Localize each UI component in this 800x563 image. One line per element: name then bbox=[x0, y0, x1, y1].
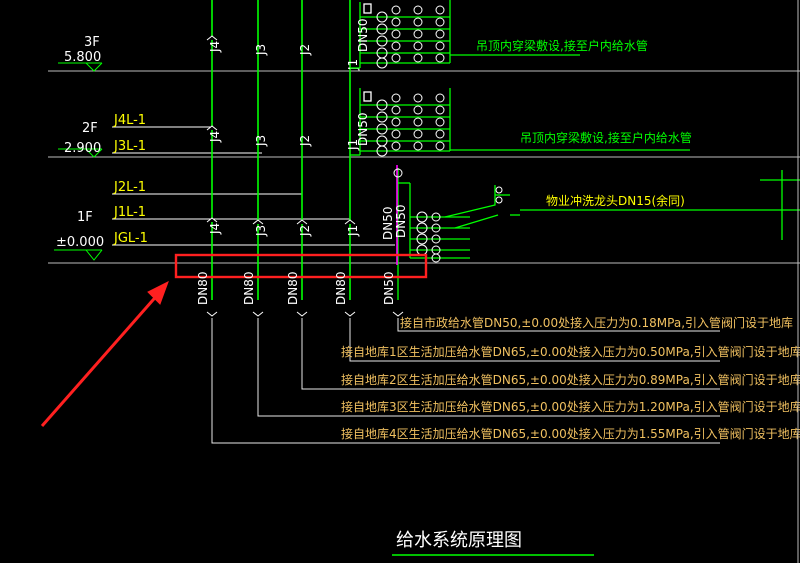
branch-group-3f bbox=[350, 0, 580, 69]
bottom-break-marks bbox=[206, 311, 404, 317]
riser-pipes bbox=[211, 0, 351, 300]
supply-note-3: 接自地库2区生活加压给水管DN65,±0.00处接入压力为0.89MPa,引入管… bbox=[341, 372, 800, 387]
diagram-title: 给水系统原理图 bbox=[396, 530, 522, 551]
pipe-label-dn50-upper: DN50 bbox=[356, 19, 370, 53]
pipe-label-dn50-mid: DN50 bbox=[356, 113, 370, 147]
valve-column-2f bbox=[376, 93, 445, 157]
annotation-ceiling-upper: 吊顶内穿梁敷设,接至户内给水管 bbox=[476, 38, 648, 53]
supply-leaders bbox=[211, 318, 720, 444]
pipe-label-j4-low: J4 bbox=[208, 223, 222, 235]
pipe-label-j2-top: J2 bbox=[298, 44, 312, 56]
pipe-label-j4-mid: J4 bbox=[208, 131, 222, 143]
annotation-ceiling-lower: 吊顶内穿梁敷设,接至户内给水管 bbox=[520, 130, 692, 145]
pipe-label-j1-low: J1 bbox=[346, 225, 360, 237]
floor-lines bbox=[48, 70, 800, 264]
floor-name-3f: 3F bbox=[84, 35, 100, 50]
valve-column-3f bbox=[376, 5, 445, 69]
pipe-label-j3-low: J3 bbox=[254, 225, 268, 237]
supply-note-5: 接自地库4区生活加压给水管DN65,±0.00处接入压力为1.55MPa,引入管… bbox=[341, 426, 800, 441]
branch-group-1f bbox=[397, 168, 800, 300]
pipe-label-j3-mid: J3 bbox=[254, 135, 268, 147]
riser-leaders bbox=[112, 126, 395, 246]
riser-break-marks bbox=[206, 35, 356, 225]
supply-note-1: 接自市政给水管DN50,±0.00处接入压力为0.18MPa,引入管阀门设于地库 bbox=[400, 315, 793, 330]
pipe-label-j4-top: J4 bbox=[208, 41, 222, 53]
floor-elevation-3f: 5.800 bbox=[64, 50, 101, 65]
elevation-markers bbox=[54, 62, 103, 261]
pipe-label-dn50-low-a: DN50 bbox=[381, 207, 395, 241]
highlight-arrow bbox=[40, 280, 169, 427]
size-label-5: DN50 bbox=[382, 272, 396, 306]
bottom-size-labels: DN80 DN80 DN80 DN80 DN50 bbox=[196, 272, 396, 306]
riser-pipe-labels: J4 J3 J2 J1 J4 J3 J2 J1 J4 J3 J2 J1 bbox=[208, 41, 360, 237]
pipe-label-j1-mid: J1 bbox=[346, 139, 360, 151]
supply-note-4: 接自地库3区生活加压给水管DN65,±0.00处接入压力为1.20MPa,引入管… bbox=[341, 399, 800, 414]
floor-elevation-1f: ±0.000 bbox=[56, 235, 104, 250]
pipe-label-dn50-low-b: DN50 bbox=[394, 205, 408, 239]
pipe-label-j2-mid: J2 bbox=[298, 135, 312, 147]
floor-name-2f: 2F bbox=[82, 121, 98, 136]
floor-elevation-2f: 2.900 bbox=[64, 141, 101, 156]
size-label-3: DN80 bbox=[286, 272, 300, 306]
branch-group-2f bbox=[350, 88, 690, 156]
floor-name-1f: 1F bbox=[77, 210, 93, 225]
supply-note-2: 接自地库1区生活加压给水管DN65,±0.00处接入压力为0.50MPa,引入管… bbox=[341, 344, 800, 359]
size-label-1: DN80 bbox=[196, 272, 210, 306]
size-label-4: DN80 bbox=[334, 272, 348, 306]
pipe-label-j1-top: J1 bbox=[346, 59, 360, 71]
riser-label-j1l: J1L-1 bbox=[113, 205, 146, 220]
riser-label-j4l: J4L-1 bbox=[113, 113, 146, 128]
size-label-2: DN80 bbox=[242, 272, 256, 306]
riser-label-jgl: JGL-1 bbox=[113, 231, 148, 246]
riser-label-j3l: J3L-1 bbox=[113, 139, 146, 154]
highlight-box bbox=[174, 253, 428, 279]
pipe-label-j3-top: J3 bbox=[254, 44, 268, 56]
riser-label-j2l: J2L-1 bbox=[113, 180, 146, 195]
pipe-label-j2-low: J2 bbox=[298, 225, 312, 237]
annotation-faucet: 物业冲洗龙头DN15(余同) bbox=[546, 193, 685, 208]
